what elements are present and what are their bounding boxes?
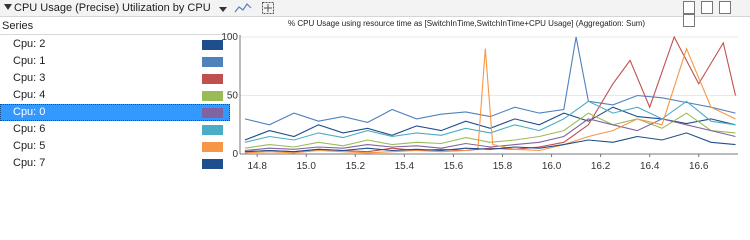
series-line-cpu-7[interactable] — [244, 132, 736, 153]
series-label: Cpu: 7 — [13, 157, 46, 169]
series-row[interactable]: Cpu: 7 — [0, 155, 230, 172]
series-color-swatch[interactable] — [202, 108, 223, 118]
series-line-cpu-1[interactable] — [244, 36, 736, 126]
series-line-cpu-2[interactable] — [244, 106, 736, 141]
preset-dropdown[interactable]: Utilization by CPU — [122, 2, 211, 14]
series-color-swatch[interactable] — [202, 125, 223, 135]
series-header-label: Series — [2, 20, 34, 32]
x-tick-label: 15.0 — [297, 161, 317, 172]
series-line-cpu-5[interactable] — [244, 47, 736, 154]
table-only-button[interactable] — [719, 1, 732, 14]
crosshair-settings-icon[interactable] — [262, 2, 274, 17]
toolbar: CPU Usage (Precise) Utilization by CPU — [0, 0, 750, 27]
x-tick-label: 16.6 — [689, 161, 709, 172]
series-color-swatch[interactable] — [202, 142, 223, 152]
series-label: Cpu: 5 — [13, 140, 46, 152]
x-tick-label: 16.4 — [640, 161, 660, 172]
series-row[interactable]: Cpu: 5 — [0, 138, 230, 155]
close-button[interactable] — [683, 14, 695, 27]
x-tick-label: 16.2 — [591, 161, 611, 172]
graph-title: CPU Usage (Precise) — [14, 2, 120, 14]
series-line-cpu-3[interactable] — [244, 35, 737, 153]
chevron-down-icon[interactable] — [219, 4, 227, 16]
x-tick-label: 15.6 — [444, 161, 464, 172]
line-graph-icon[interactable] — [234, 2, 252, 17]
series-row[interactable]: Cpu: 3 — [0, 70, 230, 87]
collapse-triangle-icon[interactable] — [4, 3, 12, 15]
series-list: Cpu: 2 Cpu: 1 Cpu: 3 Cpu: 4 Cpu: 0 Cpu: 6 Cpu:… — [0, 36, 230, 172]
series-label: Cpu: 0 — [13, 106, 46, 118]
series-color-swatch[interactable] — [202, 40, 223, 50]
x-tick-label: 14.8 — [247, 161, 267, 172]
x-tick-label: 16.0 — [542, 161, 562, 172]
series-color-swatch[interactable] — [202, 91, 223, 101]
series-line-cpu-6[interactable] — [244, 100, 736, 143]
graph-and-table-button[interactable] — [683, 1, 695, 14]
series-row[interactable]: Cpu: 2 — [0, 36, 230, 53]
series-row[interactable]: Cpu: 1 — [0, 53, 230, 70]
series-row[interactable]: Cpu: 4 — [0, 87, 230, 104]
series-label: Cpu: 6 — [13, 123, 46, 135]
x-tick-label: 15.8 — [493, 161, 513, 172]
series-label: Cpu: 2 — [13, 38, 46, 50]
series-color-swatch[interactable] — [202, 74, 223, 84]
series-label: Cpu: 1 — [13, 55, 46, 67]
series-color-swatch[interactable] — [202, 57, 223, 67]
chart-title: % CPU Usage using resource time as [Swit… — [288, 19, 645, 28]
series-row[interactable]: Cpu: 6 — [0, 121, 230, 138]
y-tick-label: 50 — [227, 91, 239, 102]
series-line-cpu-4[interactable] — [244, 112, 736, 149]
graph-only-button[interactable] — [701, 1, 714, 14]
x-tick-label: 15.2 — [346, 161, 366, 172]
cpu-usage-chart[interactable]: % CPU Usage using resource time as [Swit… — [221, 17, 750, 176]
x-tick-label: 15.4 — [395, 161, 415, 172]
series-color-swatch[interactable] — [202, 159, 223, 169]
view-buttons — [683, 1, 750, 27]
y-tick-label: 0 — [232, 149, 238, 160]
series-row[interactable]: Cpu: 0 — [0, 104, 230, 121]
series-header[interactable]: Series — [0, 19, 230, 35]
series-label: Cpu: 3 — [13, 72, 46, 84]
series-label: Cpu: 4 — [13, 89, 46, 101]
y-tick-label: 100 — [221, 32, 238, 43]
